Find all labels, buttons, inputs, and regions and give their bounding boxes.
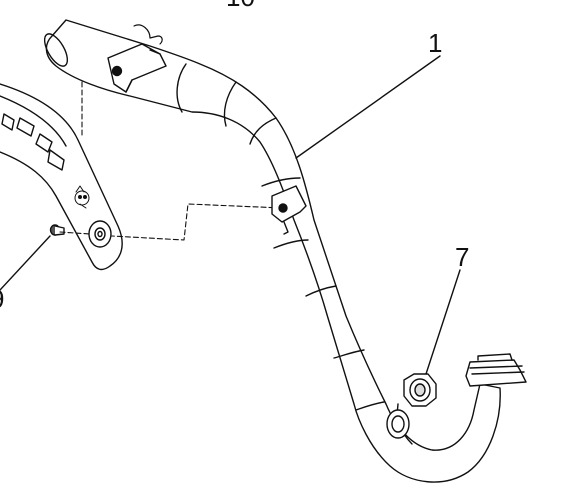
leader-line-9	[0, 235, 51, 291]
callout-label-top: 10	[226, 0, 255, 10]
callout-label-left: 9	[0, 286, 4, 312]
flange-nut	[403, 373, 437, 407]
outlet-flange	[465, 353, 527, 387]
callout-label-nut: 7	[455, 242, 470, 272]
exhaust-header-pipe	[43, 19, 501, 483]
bolt-small	[49, 224, 65, 236]
pipe-mount-bracket-mid	[271, 185, 307, 235]
sensor-boss	[386, 409, 410, 439]
leader-line-7	[425, 269, 461, 375]
heat-shield-bracket	[0, 83, 123, 271]
logo-emblem	[74, 185, 90, 209]
leader-line-1	[295, 55, 441, 159]
callout-label-pipe: 1	[428, 28, 443, 58]
pipe-mount-bracket-upper	[107, 24, 167, 93]
